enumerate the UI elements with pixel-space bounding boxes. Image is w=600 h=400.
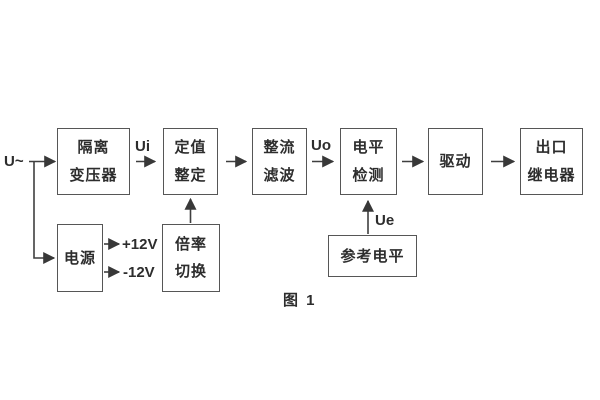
block-label: 出口: [535, 139, 568, 157]
label-ue: Ue: [375, 212, 395, 229]
block-label: 检测: [352, 166, 385, 184]
block-isolation-transformer: 隔离 变压器: [57, 128, 130, 195]
block-label: 变压器: [69, 166, 118, 184]
label-plus-12v: +12V: [122, 236, 158, 253]
block-power-supply: 电源: [57, 224, 103, 292]
label-minus-12v: -12V: [123, 264, 155, 281]
block-label: 驱动: [439, 153, 472, 170]
block-label: 电平: [352, 139, 385, 157]
block-driver: 驱动: [428, 128, 483, 195]
block-label: 倍率: [174, 235, 207, 253]
block-label: 参考电平: [340, 247, 405, 265]
block-label: 滤波: [263, 166, 296, 184]
block-label: 电源: [63, 249, 96, 267]
block-label: 整流: [263, 139, 296, 157]
label-ui: Ui: [135, 138, 150, 155]
block-setting-adjust: 定值 整定: [163, 128, 218, 195]
block-level-detection: 电平 检测: [340, 128, 397, 195]
block-ratio-switch: 倍率 切换: [162, 224, 220, 292]
wire-input-to-power: [33, 161, 56, 264]
figure-caption: 图 1: [283, 292, 317, 309]
block-label: 继电器: [527, 166, 576, 184]
label-input-voltage: U~: [4, 153, 24, 170]
label-uo: Uo: [311, 137, 331, 154]
block-label: 切换: [174, 263, 207, 281]
block-label: 整定: [174, 166, 207, 184]
block-label: 定值: [174, 139, 207, 157]
block-label: 隔离: [77, 139, 110, 157]
block-output-relay: 出口 继电器: [520, 128, 583, 195]
block-rectifier-filter: 整流 滤波: [252, 128, 307, 195]
block-reference-level: 参考电平: [328, 235, 417, 277]
